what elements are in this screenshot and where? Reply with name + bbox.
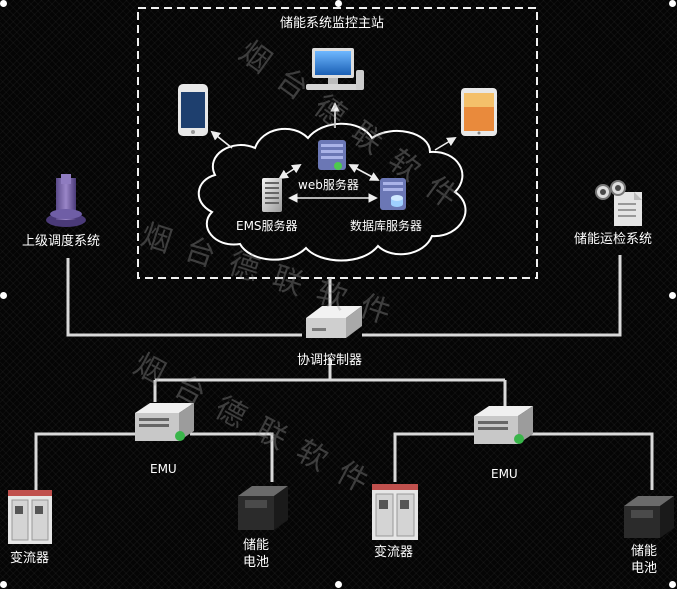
converter-cabinet-right-icon xyxy=(372,484,418,540)
database-server-label: 数据库服务器 xyxy=(350,219,423,233)
binoculars-document-icon xyxy=(595,180,642,226)
ems-server-icon xyxy=(262,178,282,212)
battery-left-label-line2: 电池 xyxy=(243,555,270,570)
upper-dispatch-label: 上级调度系统 xyxy=(22,234,101,249)
selection-handle[interactable] xyxy=(669,581,676,588)
tablet-icon xyxy=(461,88,497,136)
web-server-label: web服务器 xyxy=(298,178,359,192)
selection-handle[interactable] xyxy=(0,0,7,7)
selection-handle[interactable] xyxy=(669,292,676,299)
battery-left-icon xyxy=(238,486,288,530)
cloud-arrows xyxy=(210,102,457,203)
selection-handle[interactable] xyxy=(0,581,7,588)
converter-left-label: 变流器 xyxy=(10,551,50,566)
master-station-title: 储能系统监控主站 xyxy=(280,16,385,31)
ems-server-label: EMS服务器 xyxy=(236,219,298,233)
smartphone-icon xyxy=(178,84,208,136)
battery-right-label-line1: 储能 xyxy=(631,544,658,559)
master-station-boundary xyxy=(137,7,538,279)
battery-left-label-line1: 储能 xyxy=(243,538,270,553)
emu-device-right-icon xyxy=(474,406,533,444)
selection-handle[interactable] xyxy=(335,0,342,7)
selection-handle[interactable] xyxy=(669,0,676,7)
dispatch-tower-icon xyxy=(46,174,86,227)
converter-right-label: 变流器 xyxy=(374,545,414,560)
emu-right-label: EMU xyxy=(491,467,518,481)
selection-handle[interactable] xyxy=(0,292,7,299)
emu-device-left-icon xyxy=(135,403,194,441)
desktop-computer-icon xyxy=(306,48,364,90)
battery-right-label-line2: 电池 xyxy=(631,561,658,576)
web-server-icon xyxy=(318,140,346,170)
selection-handle[interactable] xyxy=(335,581,342,588)
network-cloud xyxy=(197,122,467,262)
connection-lines xyxy=(34,255,654,490)
database-server-icon xyxy=(380,178,406,210)
coordinator-label: 协调控制器 xyxy=(297,353,363,368)
battery-right-icon xyxy=(624,496,674,538)
controller-device-icon xyxy=(306,306,362,338)
emu-left-label: EMU xyxy=(150,462,177,476)
converter-cabinet-left-icon xyxy=(8,490,52,544)
ops-system-label: 储能运检系统 xyxy=(574,232,653,247)
